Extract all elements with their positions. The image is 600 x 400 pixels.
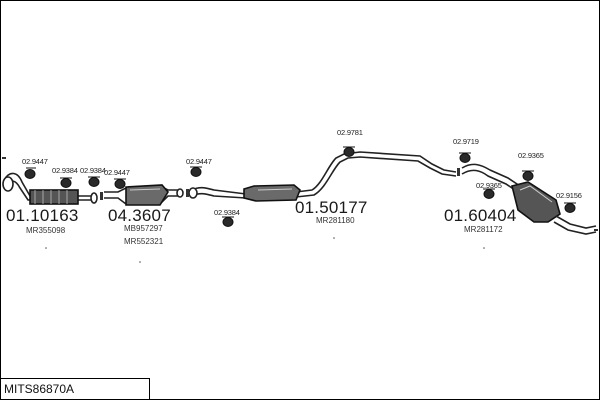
part-number-rear-silencer: 01.60404 — [444, 206, 517, 225]
clamp-icon-10 — [522, 170, 534, 181]
clamp-icon-1 — [24, 167, 36, 179]
clamp-icon-11 — [564, 202, 576, 213]
clamp-icon-7 — [343, 146, 355, 157]
clamp-label-4: 02.9447 — [104, 168, 130, 177]
clamp-icon-8 — [459, 152, 471, 163]
clamp-label-3: 02.9384 — [80, 166, 106, 175]
drawing-code: MITS86870A — [4, 382, 75, 396]
mounting-clamps — [24, 146, 576, 227]
clamp-label-11: 02.9156 — [556, 191, 582, 200]
oem-number-front-pipe: MR355098 — [26, 226, 66, 235]
part-number-center-pipe: 01.50177 — [295, 198, 368, 217]
gasket-icon-2 — [186, 189, 189, 197]
catalytic-converter-drawing — [104, 184, 184, 206]
clamp-label-8: 02.9719 — [453, 137, 479, 146]
clamp-icon-3 — [88, 176, 100, 187]
clamp-icon-2 — [60, 177, 72, 188]
clamp-label-5: 02.9447 — [186, 157, 212, 166]
gasket-icon-1 — [100, 192, 103, 200]
clamp-label-2: 02.9384 — [52, 166, 78, 175]
part-number-catalytic-converter: 04.3607 — [108, 206, 171, 225]
oem-number-catalytic-converter-1: MB957297 — [124, 224, 163, 233]
clamp-icon-5 — [190, 166, 202, 177]
drawing-code-box: MITS86870A — [0, 378, 150, 399]
oem-number-rear-silencer: MR281172 — [464, 225, 503, 234]
gasket-markers — [100, 168, 460, 200]
clamp-label-10: 02.9365 — [476, 181, 502, 190]
clamp-label-9: 02.9365 — [518, 151, 544, 160]
oem-number-center-pipe: MR281180 — [316, 216, 355, 225]
clamp-icon-4 — [114, 178, 126, 189]
gasket-icon-3 — [457, 168, 460, 176]
part-number-front-pipe: 01.10163 — [6, 206, 79, 225]
oem-number-catalytic-converter-2: MR552321 — [124, 237, 164, 246]
clamp-icon-6 — [222, 216, 234, 227]
clamp-icon-9 — [483, 188, 495, 199]
rear-section-drawing — [461, 163, 597, 235]
clamp-label-7: 02.9781 — [337, 128, 363, 137]
clamp-label-6: 02.9384 — [214, 208, 240, 217]
center-pipe-drawing — [188, 151, 457, 202]
front-pipe-drawing — [2, 172, 98, 205]
clamp-label-1: 02.9447 — [22, 157, 48, 166]
